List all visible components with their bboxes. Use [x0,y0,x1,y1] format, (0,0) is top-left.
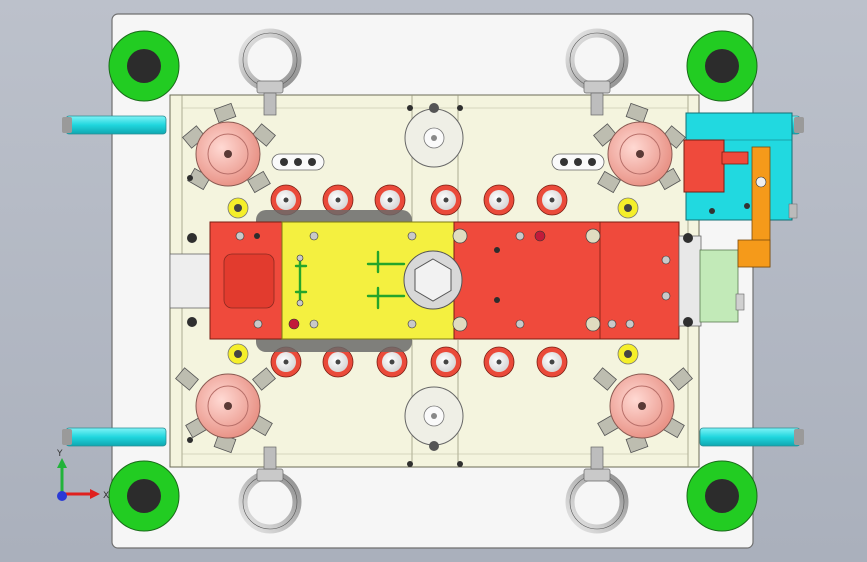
eyebolt-icon[interactable] [565,446,629,534]
ejector-pin-icon [270,346,302,378]
ejector-pin-icon [376,346,408,378]
triad-x-label: X [103,491,109,501]
eyebolt-icon[interactable] [238,446,302,534]
cylinder-mount[interactable] [683,112,798,268]
ejector-pin-icon [536,184,568,216]
cavity-insert-top-right[interactable] [593,102,686,194]
ejector-pin-icon [483,346,515,378]
fastener-holes [187,105,693,467]
sprue-bushing-bottom[interactable] [404,386,464,451]
eyebolt-icon[interactable] [565,28,629,116]
ejector-pin-icon [322,346,354,378]
cavity-insert-bottom-left[interactable] [175,367,276,454]
triad-y-label: Y [56,449,63,459]
slot-plate-right [551,153,605,171]
coordinate-triad-icon: X Y [56,449,109,501]
left-end-block[interactable] [169,253,213,309]
red-slide-right [453,221,680,340]
ejector-pin-icon [430,346,462,378]
slide-assembly[interactable] [209,221,680,340]
cavity-insert-bottom-right[interactable] [593,367,693,454]
ejector-pin-row-bottom [270,346,568,378]
eyebolt-icon[interactable] [238,28,302,116]
slot-plate-left [271,153,325,171]
support-rod-bottom-right[interactable] [699,427,804,447]
green-bushing-top-right[interactable] [686,30,758,102]
green-bushing-top-left[interactable] [108,30,180,102]
support-rod-top-left[interactable] [62,115,167,135]
ejector-pin-row-top [270,184,568,216]
ejector-pin-icon [483,184,515,216]
ejector-pin-icon [430,184,462,216]
green-bushing-bottom-right[interactable] [686,460,758,532]
guide-bush-yellow [227,197,639,365]
hydraulic-block[interactable] [678,235,745,327]
ejector-pin-icon [270,184,302,216]
sprue-bushing-top[interactable] [404,103,464,168]
ejector-pin-icon [322,184,354,216]
support-rod-bottom-left[interactable] [62,427,167,447]
ejector-pin-icon [536,346,568,378]
cavity-insert-top-left[interactable] [182,102,276,194]
green-bushing-bottom-left[interactable] [108,460,180,532]
